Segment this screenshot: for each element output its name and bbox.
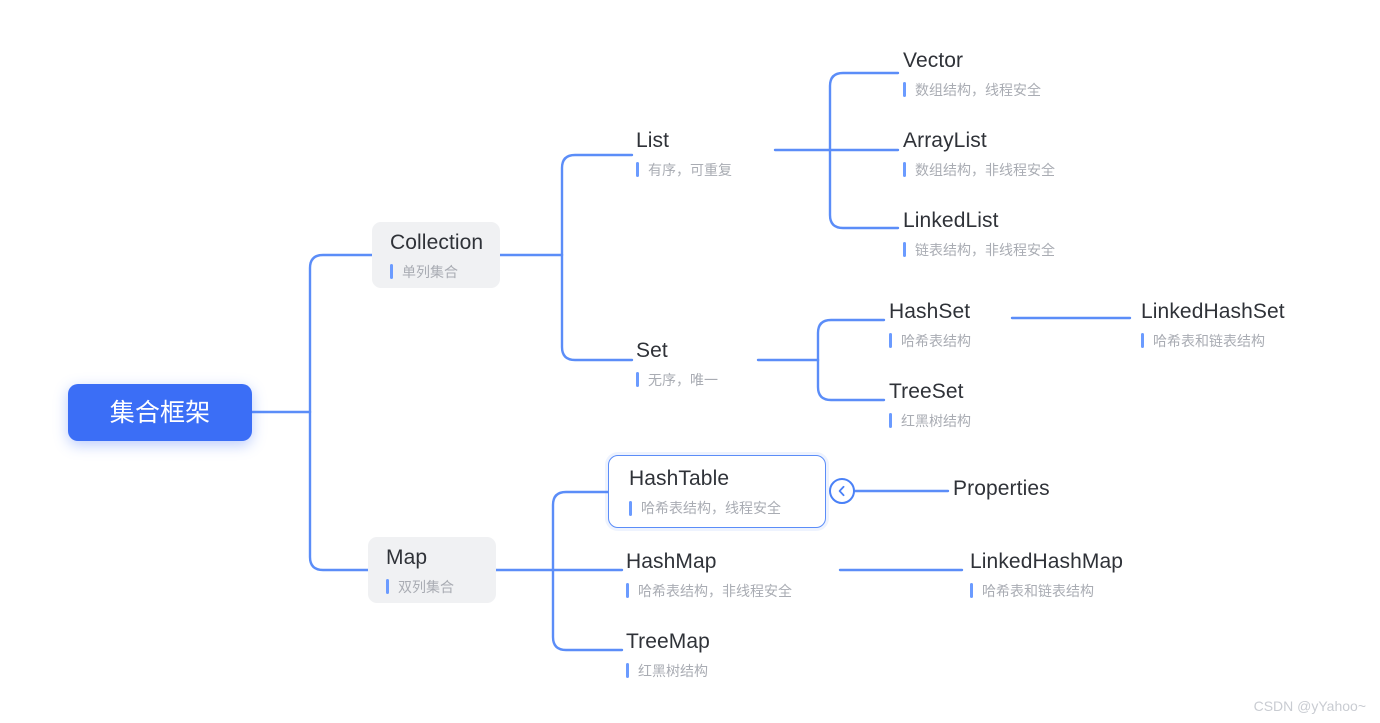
accent-bar-icon [903,242,906,257]
node-linkedhashset-subtitle: 哈希表和链表结构 [1141,332,1336,350]
node-linkedhashmap-title: LinkedHashMap [970,549,1124,573]
node-hashmap-title: HashMap [626,549,717,573]
node-set[interactable]: Set 无序，唯一 [636,330,771,396]
node-treeset-title: TreeSet [889,379,964,403]
collapse-toggle-button[interactable] [829,478,855,504]
node-linkedlist-subtitle: 链表结构，非线程安全 [903,241,1118,259]
node-collection-title: Collection [390,230,484,254]
node-linkedlist[interactable]: LinkedList 链表结构，非线程安全 [903,200,1118,266]
node-treeset-subtitle: 红黑树结构 [889,412,1029,430]
node-collection-subtitle: 单列集合 [390,263,482,281]
node-linkedhashset-title: LinkedHashSet [1141,299,1285,323]
node-linkedhashmap[interactable]: LinkedHashMap 哈希表和链表结构 [970,541,1170,607]
accent-bar-icon [629,500,632,516]
node-hashset[interactable]: HashSet 哈希表结构 [889,291,1029,357]
node-treemap-title: TreeMap [626,629,710,653]
accent-bar-icon [970,583,973,598]
node-treemap[interactable]: TreeMap 红黑树结构 [626,621,776,687]
node-arraylist[interactable]: ArrayList 数组结构，非线程安全 [903,120,1118,186]
node-list[interactable]: List 有序，可重复 [636,120,786,186]
node-map[interactable]: Map 双列集合 [368,537,496,603]
node-linkedhashset[interactable]: LinkedHashSet 哈希表和链表结构 [1141,291,1336,357]
node-linkedlist-title: LinkedList [903,208,999,232]
node-collection[interactable]: Collection 单列集合 [372,222,500,288]
node-arraylist-title: ArrayList [903,128,987,152]
edge-collection-set [560,253,634,362]
accent-bar-icon [903,82,906,97]
accent-bar-icon [636,162,639,177]
node-root-title: 集合框架 [109,398,211,427]
node-vector-subtitle: 数组结构，线程安全 [903,81,1103,99]
node-list-title: List [636,128,670,152]
watermark: CSDN @yYahoo~ [1253,698,1366,714]
edge-root-collection [308,253,374,414]
node-arraylist-subtitle: 数组结构，非线程安全 [903,161,1118,179]
node-hashtable[interactable]: HashTable 哈希表结构，线程安全 [608,455,826,528]
edge-set-hashset [816,318,886,362]
edge-map-hashtable [551,490,610,572]
node-hashset-subtitle: 哈希表结构 [889,332,1029,350]
node-set-title: Set [636,338,668,362]
node-hashtable-title: HashTable [629,467,730,490]
node-map-title: Map [386,545,428,569]
node-set-subtitle: 无序，唯一 [636,371,771,389]
node-hashmap[interactable]: HashMap 哈希表结构，非线程安全 [626,541,841,607]
accent-bar-icon [903,162,906,177]
node-properties[interactable]: Properties [953,476,1113,506]
node-hashset-title: HashSet [889,299,971,323]
edge-list-linkedlist [828,148,900,230]
accent-bar-icon [889,333,892,348]
node-hashtable-subtitle: 哈希表结构，线程安全 [629,499,805,517]
edge-collection-list [560,153,634,257]
accent-bar-icon [626,663,629,678]
node-treemap-subtitle: 红黑树结构 [626,662,776,680]
node-vector-title: Vector [903,48,964,72]
node-root[interactable]: 集合框架 [68,384,252,441]
edge-list-vector [828,71,900,152]
accent-bar-icon [390,264,393,279]
node-map-subtitle: 双列集合 [386,578,478,596]
node-vector[interactable]: Vector 数组结构，线程安全 [903,40,1103,106]
edge-root-map [308,410,370,572]
node-list-subtitle: 有序，可重复 [636,161,786,179]
chevron-left-icon [838,485,845,497]
edge-map-treemap [551,568,624,652]
node-linkedhashmap-subtitle: 哈希表和链表结构 [970,582,1170,600]
accent-bar-icon [626,583,629,598]
node-treeset[interactable]: TreeSet 红黑树结构 [889,371,1029,437]
node-properties-title: Properties [953,477,1050,500]
accent-bar-icon [889,413,892,428]
accent-bar-icon [386,579,389,594]
edge-set-treeset [816,358,886,402]
accent-bar-icon [1141,333,1144,348]
accent-bar-icon [636,372,639,387]
node-hashmap-subtitle: 哈希表结构，非线程安全 [626,582,841,600]
